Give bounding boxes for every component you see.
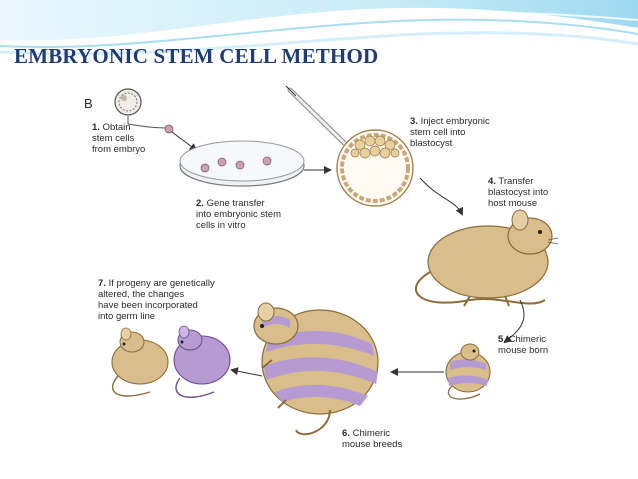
stem-cell-icon	[164, 124, 174, 134]
embryo-icon	[114, 88, 142, 116]
step-5-label: 5. Chimeric mouse born	[498, 334, 549, 356]
step-6-label: 6. Chimeric mouse breeds	[342, 428, 403, 450]
chimeric-baby-mouse-icon	[445, 343, 491, 400]
embryo-connector	[127, 116, 169, 129]
arrow-to-progeny	[230, 367, 263, 377]
step-4-label: 4. Transfer blastocyst into host mouse	[488, 176, 549, 209]
blastocyst-icon	[336, 129, 414, 207]
step-1-label: 1. Obtain stem cells from embryo	[92, 122, 146, 155]
slide-title: EMBRYONIC STEM CELL METHOD	[14, 44, 379, 68]
step-7-label: 7. If progeny are genetically altered, t…	[98, 278, 215, 322]
progeny-purple-mouse-icon	[173, 325, 231, 398]
panel-letter: B	[84, 96, 93, 111]
step-2-label: 2. Gene transfer into embryonic stem cel…	[196, 198, 282, 231]
host-mouse-icon	[415, 209, 559, 307]
petri-dish-icon	[179, 140, 305, 187]
arrow-to-chimeric-born	[503, 299, 525, 344]
progeny-tan-mouse-icon	[111, 327, 169, 397]
step-3-label: 3. Inject embryonic stem cell into blast…	[410, 116, 490, 149]
arrow-to-host-mouse	[419, 177, 463, 216]
header-wave-banner	[0, 0, 638, 56]
chimeric-adult-mouse-icon	[253, 302, 379, 436]
arrow-to-dish	[171, 131, 198, 152]
